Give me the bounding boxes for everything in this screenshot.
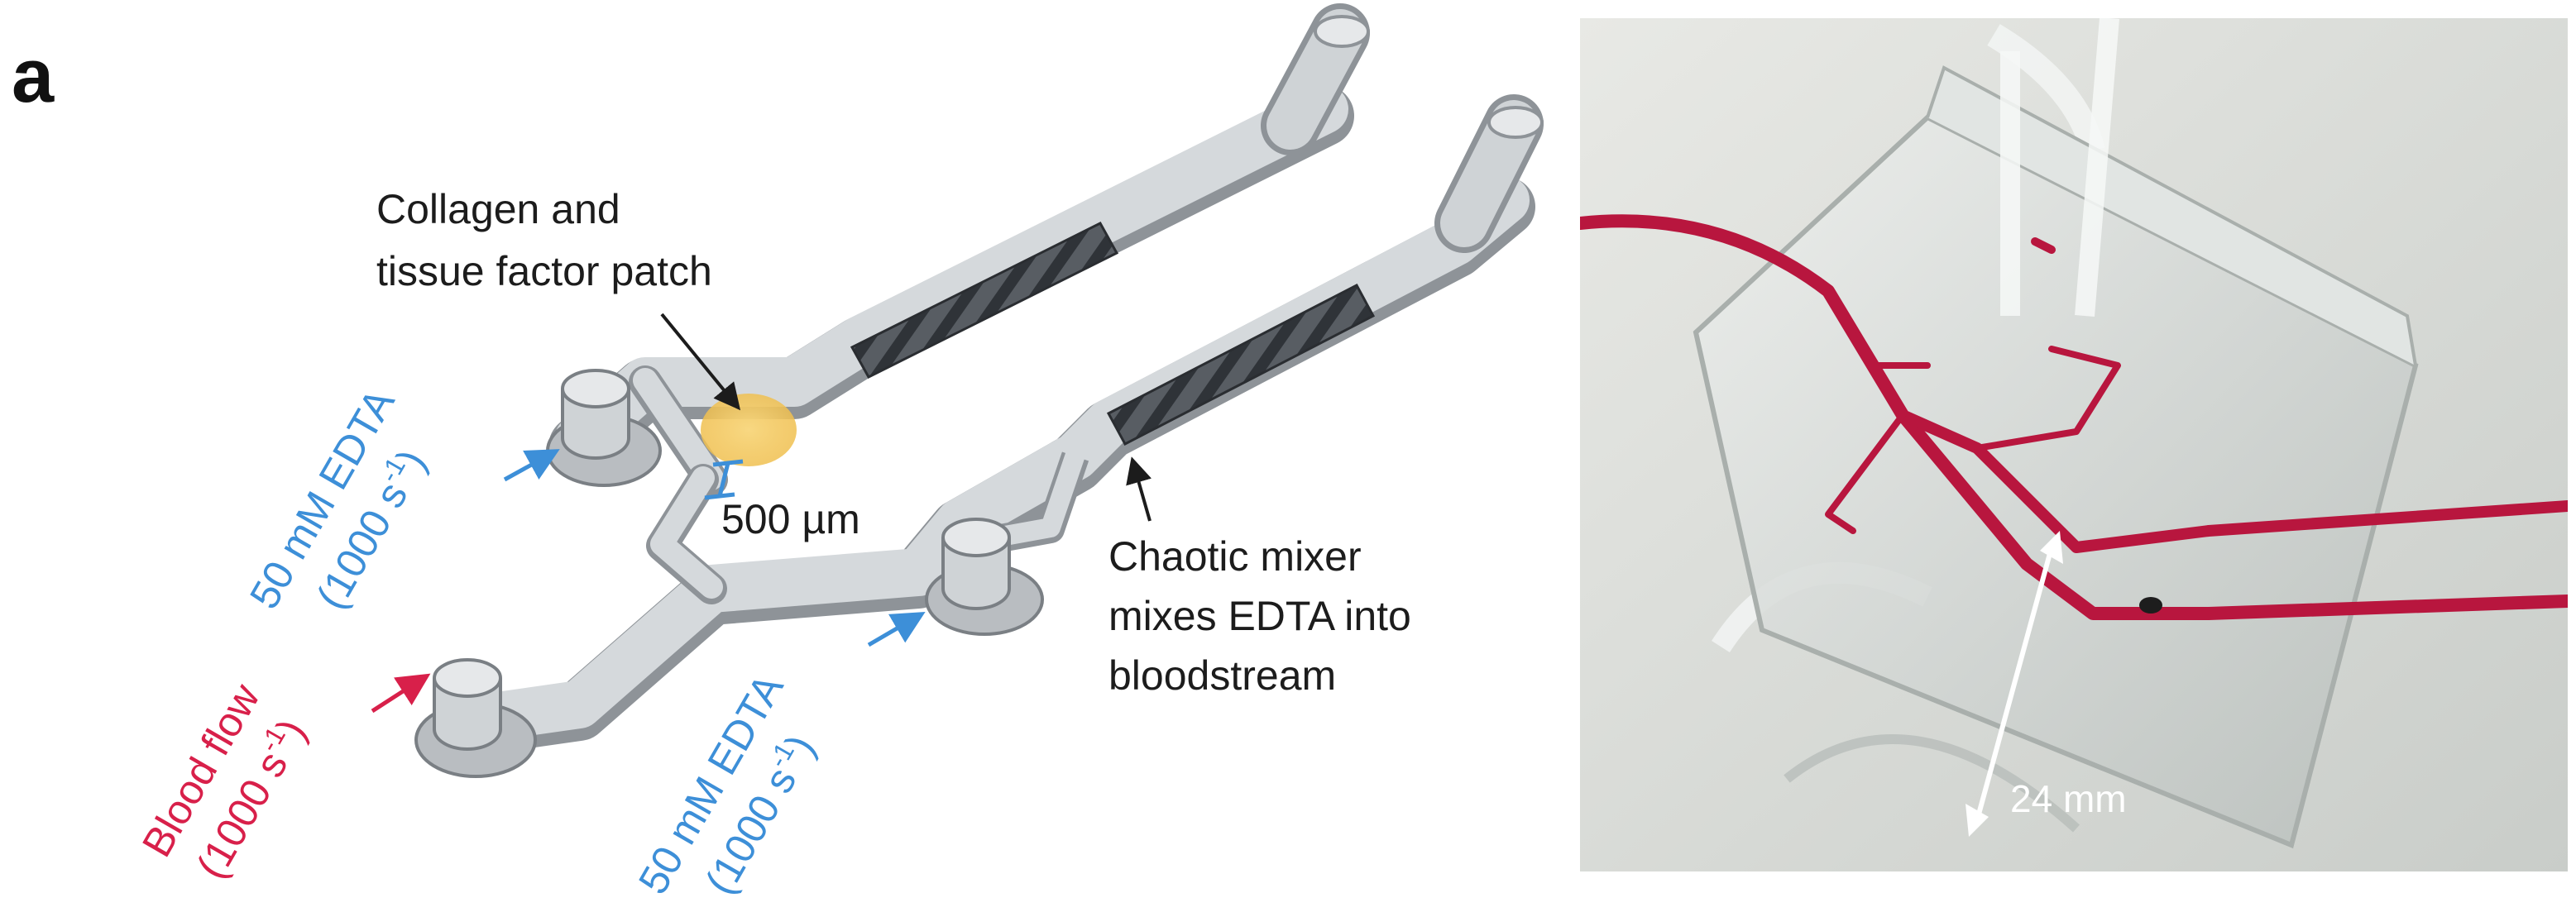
lower-outlet-tube — [1434, 94, 1544, 253]
collagen-label-line2: tissue factor patch — [376, 248, 712, 294]
mixer-label-line3: bloodstream — [1108, 652, 1336, 699]
scale-label: 24 mm — [2010, 777, 2127, 820]
collagen-arrow — [660, 313, 741, 411]
blood-channels — [1580, 214, 2568, 620]
upper-outlet-tube — [1261, 3, 1370, 155]
channel-width-label: 500 µm — [721, 496, 860, 542]
channel-width-marker — [717, 462, 730, 497]
scale-arrow — [1966, 531, 2063, 837]
microfluidic-device-diagram: Collagen and tissue factor patch 500 µm … — [133, 3, 1544, 902]
mixer-label-line1: Chaotic mixer — [1108, 533, 1362, 580]
blood-inlet — [414, 658, 537, 778]
edta-bottom-label: 50 mM EDTA (1000 s-1) — [630, 666, 824, 902]
edta-top-label: 50 mM EDTA (1000 s-1) — [241, 380, 435, 617]
mixer-arrow — [1126, 456, 1152, 522]
upper-channel — [548, 84, 1354, 496]
edta-top-arrow — [503, 449, 560, 482]
lower-edta-inlet — [925, 518, 1044, 636]
collagen-patch — [701, 394, 797, 466]
blood-flow-label: Blood flow (1000 s-1) — [133, 676, 315, 886]
upper-chaotic-mixer — [850, 222, 1119, 379]
panel-a-letter: a — [12, 34, 55, 118]
lower-chaotic-mixer — [1106, 283, 1376, 446]
blood-arrow — [371, 673, 431, 714]
upper-edta-inlet — [546, 369, 662, 487]
edta-bottom-arrow — [867, 611, 926, 647]
device-photo: 24 mm — [1580, 18, 2568, 871]
mixer-label-line2: mixes EDTA into — [1108, 593, 1411, 639]
collagen-label-line1: Collagen and — [376, 186, 620, 232]
